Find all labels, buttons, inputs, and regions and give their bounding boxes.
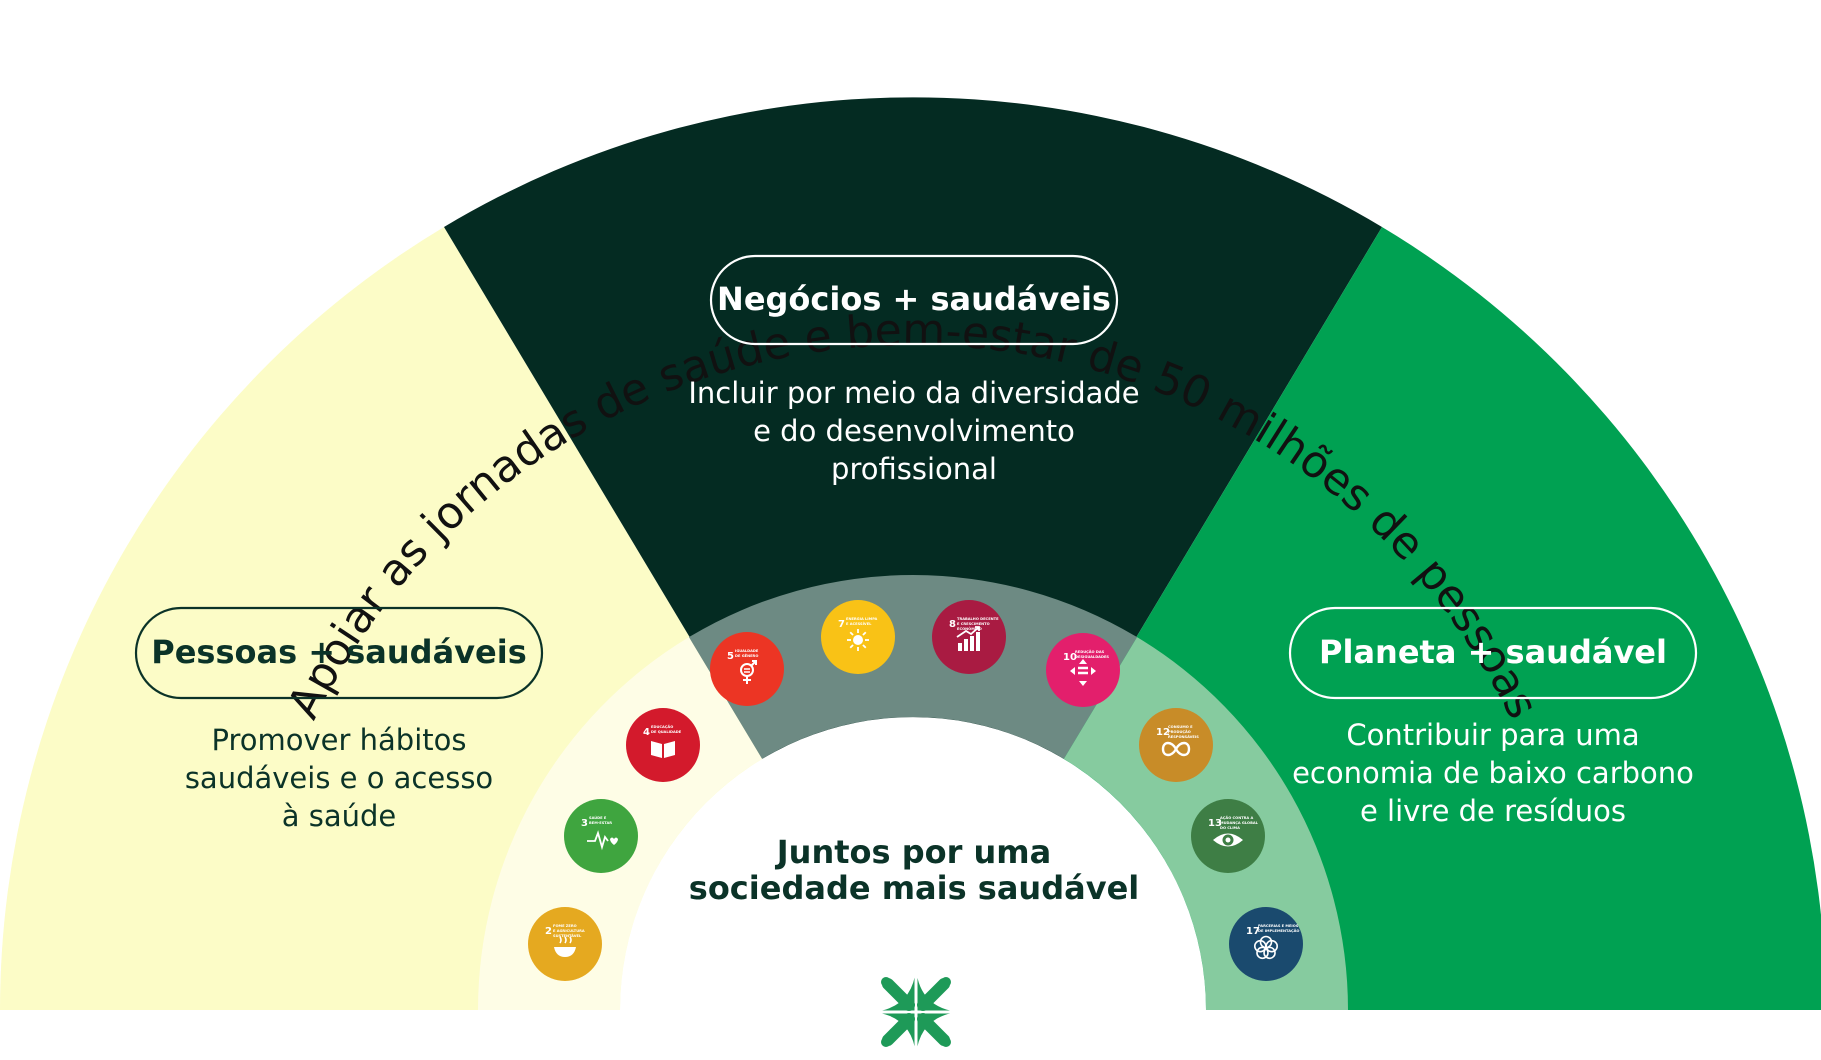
bowl-icon xyxy=(554,936,576,957)
sdg-label: SAÚDE E xyxy=(589,815,607,820)
infinity-icon xyxy=(1161,741,1191,757)
gender-icon xyxy=(740,660,757,684)
sdg-label: E AGRICULTURA xyxy=(553,929,585,933)
sdg-badge-circle xyxy=(1046,633,1120,707)
text-pessoas-line1: Promover hábitos xyxy=(212,723,467,757)
center-line1: Juntos por uma xyxy=(775,833,1051,871)
sdg-number: 8 xyxy=(949,619,956,630)
center-text: Juntos por uma sociedade mais saudável xyxy=(689,833,1139,907)
pill-negocios-label: Negócios + saudáveis xyxy=(717,280,1111,318)
text-planeta-line3: e livre de resíduos xyxy=(1360,794,1626,828)
sdg-number: 7 xyxy=(838,619,845,630)
sdg-number: 13 xyxy=(1208,818,1222,829)
sdg-number: 3 xyxy=(581,818,588,829)
heartbeat-icon xyxy=(587,830,618,851)
text-pessoas-line2: saudáveis e o acesso xyxy=(185,761,493,795)
sdg-label: CONSUMO E xyxy=(1168,725,1193,729)
sdg-label: DESIGUALDADES xyxy=(1075,655,1109,659)
flower-icon xyxy=(1253,935,1279,960)
sdg-label: EDUCAÇÃO xyxy=(651,724,673,729)
sdg-label: DE IMPLEMENTAÇÃO xyxy=(1258,928,1299,933)
pill-planeta-label: Planeta + saudável xyxy=(1319,633,1667,671)
pill-negocios: Negócios + saudáveis xyxy=(709,254,1119,346)
text-planeta-line1: Contribuir para uma xyxy=(1346,718,1639,752)
sdg-label: PARCERIAS E MEIOS xyxy=(1258,924,1299,928)
sdg-label: FOME ZERO xyxy=(553,924,577,928)
sdg-label: E CRESCIMENTO xyxy=(957,622,990,626)
sdg-label: REDUÇÃO DAS xyxy=(1075,649,1105,654)
growth-chart-icon xyxy=(956,626,980,651)
sdg-label: SUSTENTÁVEL xyxy=(553,933,582,938)
sdg-label: TRABALHO DECENTE xyxy=(957,617,999,621)
sdg-badge-circle xyxy=(626,708,700,782)
sdg-number: 4 xyxy=(643,727,650,738)
sdg-number: 2 xyxy=(545,926,552,937)
sdg-label: PRODUÇÃO xyxy=(1168,729,1191,734)
equality-icon xyxy=(1070,659,1096,686)
sdg-number: 5 xyxy=(727,651,734,662)
sdg-badge-circle xyxy=(564,799,638,873)
sdg-label: RESPONSÁVEIS xyxy=(1168,734,1199,739)
sdg-label: BEM-ESTAR xyxy=(589,821,612,825)
center-core xyxy=(620,717,1206,1010)
pill-planeta: Planeta + saudável xyxy=(1288,606,1698,700)
text-negocios-line1: Incluir por meio da diversidade xyxy=(688,376,1139,410)
text-negocios-line2: e do desenvolvimento xyxy=(753,414,1075,448)
center-line2: sociedade mais saudável xyxy=(689,869,1139,907)
text-pessoas-line3: à saúde xyxy=(282,799,397,833)
sdg-label: AÇÃO CONTRA A xyxy=(1220,815,1253,820)
sdg-badge-circle xyxy=(528,907,602,981)
logo-icon xyxy=(873,969,959,1055)
sun-icon xyxy=(847,629,869,651)
text-planeta: Contribuir para uma economia de baixo ca… xyxy=(1292,718,1694,828)
sdg-label: DO CLIMA xyxy=(1220,826,1240,830)
text-negocios-line3: profissional xyxy=(831,452,997,486)
sdg-number: 10 xyxy=(1063,652,1077,663)
sdg-label: IGUALDADE xyxy=(735,649,759,653)
pill-pessoas: Pessoas + saudáveis xyxy=(134,606,544,700)
sdg-number: 17 xyxy=(1246,926,1260,937)
text-pessoas: Promover hábitos saudáveis e o acesso à … xyxy=(185,723,493,833)
sdg-label: DE GÊNERO xyxy=(735,653,758,658)
sdg-label: ENERGIA LIMPA xyxy=(846,617,878,621)
text-negocios: Incluir por meio da diversidade e do des… xyxy=(688,376,1139,486)
sector-negocios xyxy=(444,97,1382,1010)
text-planeta-line2: economia de baixo carbono xyxy=(1292,756,1694,790)
book-icon xyxy=(651,741,675,758)
sdg-label: MUDANÇA GLOBAL xyxy=(1220,821,1259,825)
eye-globe-icon xyxy=(1213,833,1243,847)
sdg-badge-circle xyxy=(1139,708,1213,782)
sdg-number: 12 xyxy=(1156,727,1170,738)
sdg-label: E ACESSÍVEL xyxy=(846,621,872,626)
sdg-badge-circle xyxy=(932,600,1006,674)
sdg-label: DE QUALIDADE xyxy=(651,730,682,734)
pill-pessoas-label: Pessoas + saudáveis xyxy=(151,633,526,671)
sdg-label: ECONÔMICO xyxy=(957,626,982,631)
sdg-ring-negocios xyxy=(688,575,1138,759)
